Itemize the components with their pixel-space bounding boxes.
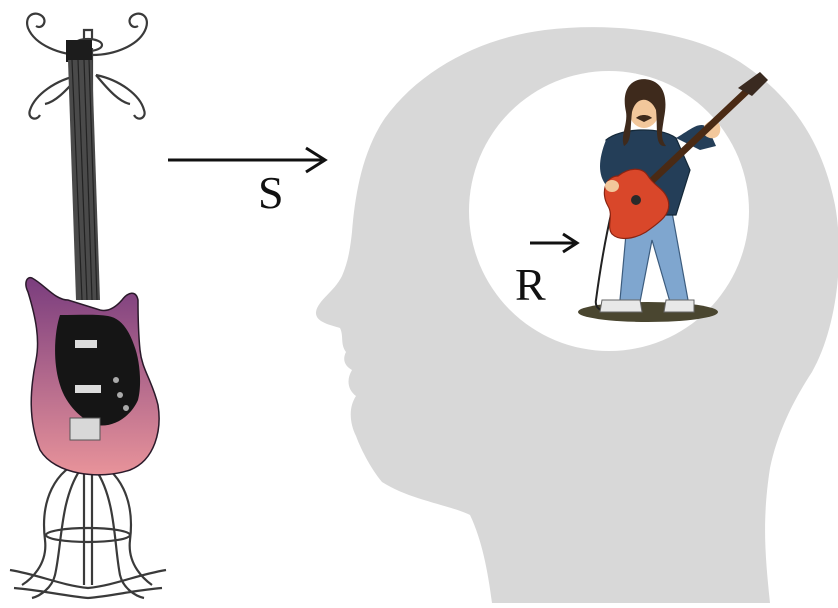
stimulus-arrow <box>168 146 328 174</box>
guitarist-icon <box>578 72 768 322</box>
guitar-on-coat-rack-icon <box>9 12 167 600</box>
representation-arrow <box>530 232 580 254</box>
stimulus-label: S <box>258 167 284 218</box>
representation-label: R <box>515 259 546 310</box>
